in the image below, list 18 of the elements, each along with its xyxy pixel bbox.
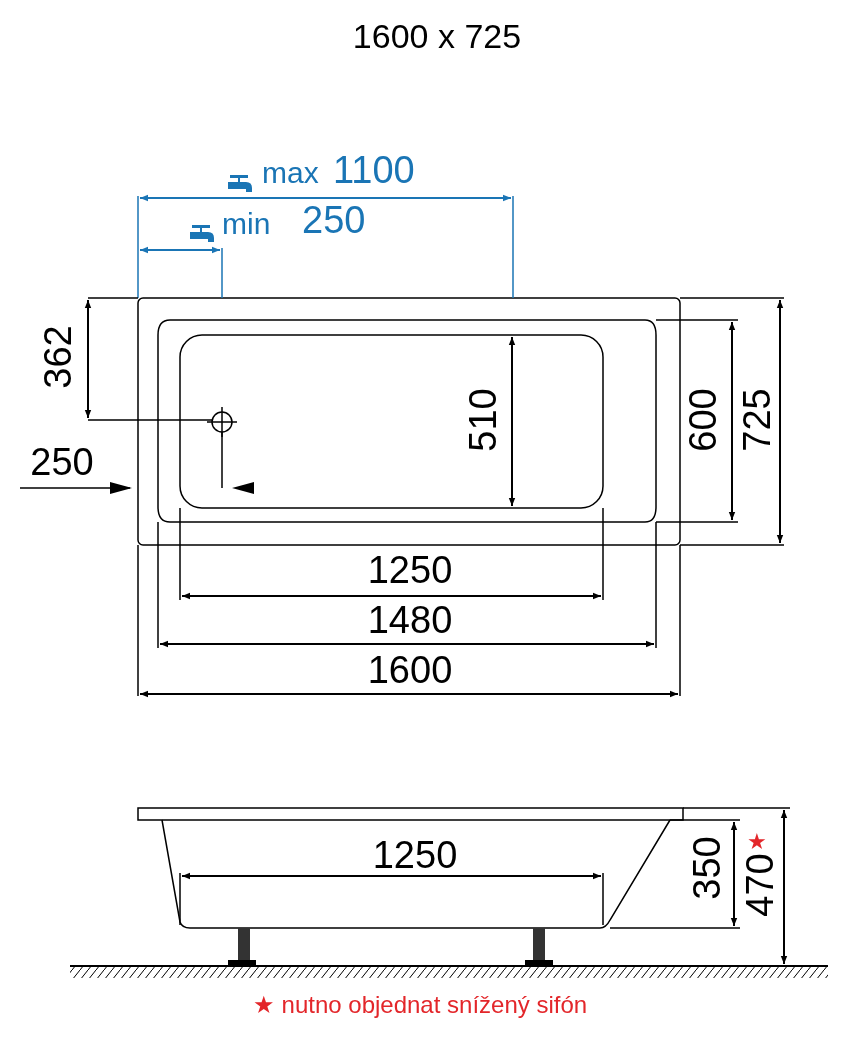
dimension-value: 1100	[333, 151, 415, 189]
dimension-value: 250	[302, 201, 366, 239]
diagram-title: 1600 x 725	[352, 19, 522, 53]
dimension-value: 1250	[367, 551, 453, 589]
dimension-value: 600	[684, 388, 722, 452]
dimension-value: 470	[741, 853, 779, 917]
dimension-value: 725	[738, 388, 776, 452]
dimension-value: 250	[30, 443, 94, 481]
tap-range-label: min	[222, 209, 271, 239]
dimension-value: 510	[464, 388, 502, 452]
dimension-value: 1480	[367, 601, 453, 639]
dimension-value: 350	[688, 836, 726, 900]
footnote: ★ nutno objednat snížený sifón	[252, 993, 588, 1017]
dimension-value: 362	[39, 325, 77, 389]
dimension-value: 1250	[372, 836, 458, 874]
dimension-value: 1600	[367, 651, 453, 689]
tap-range-label: max	[262, 158, 319, 188]
note-marker: ★	[747, 831, 767, 853]
